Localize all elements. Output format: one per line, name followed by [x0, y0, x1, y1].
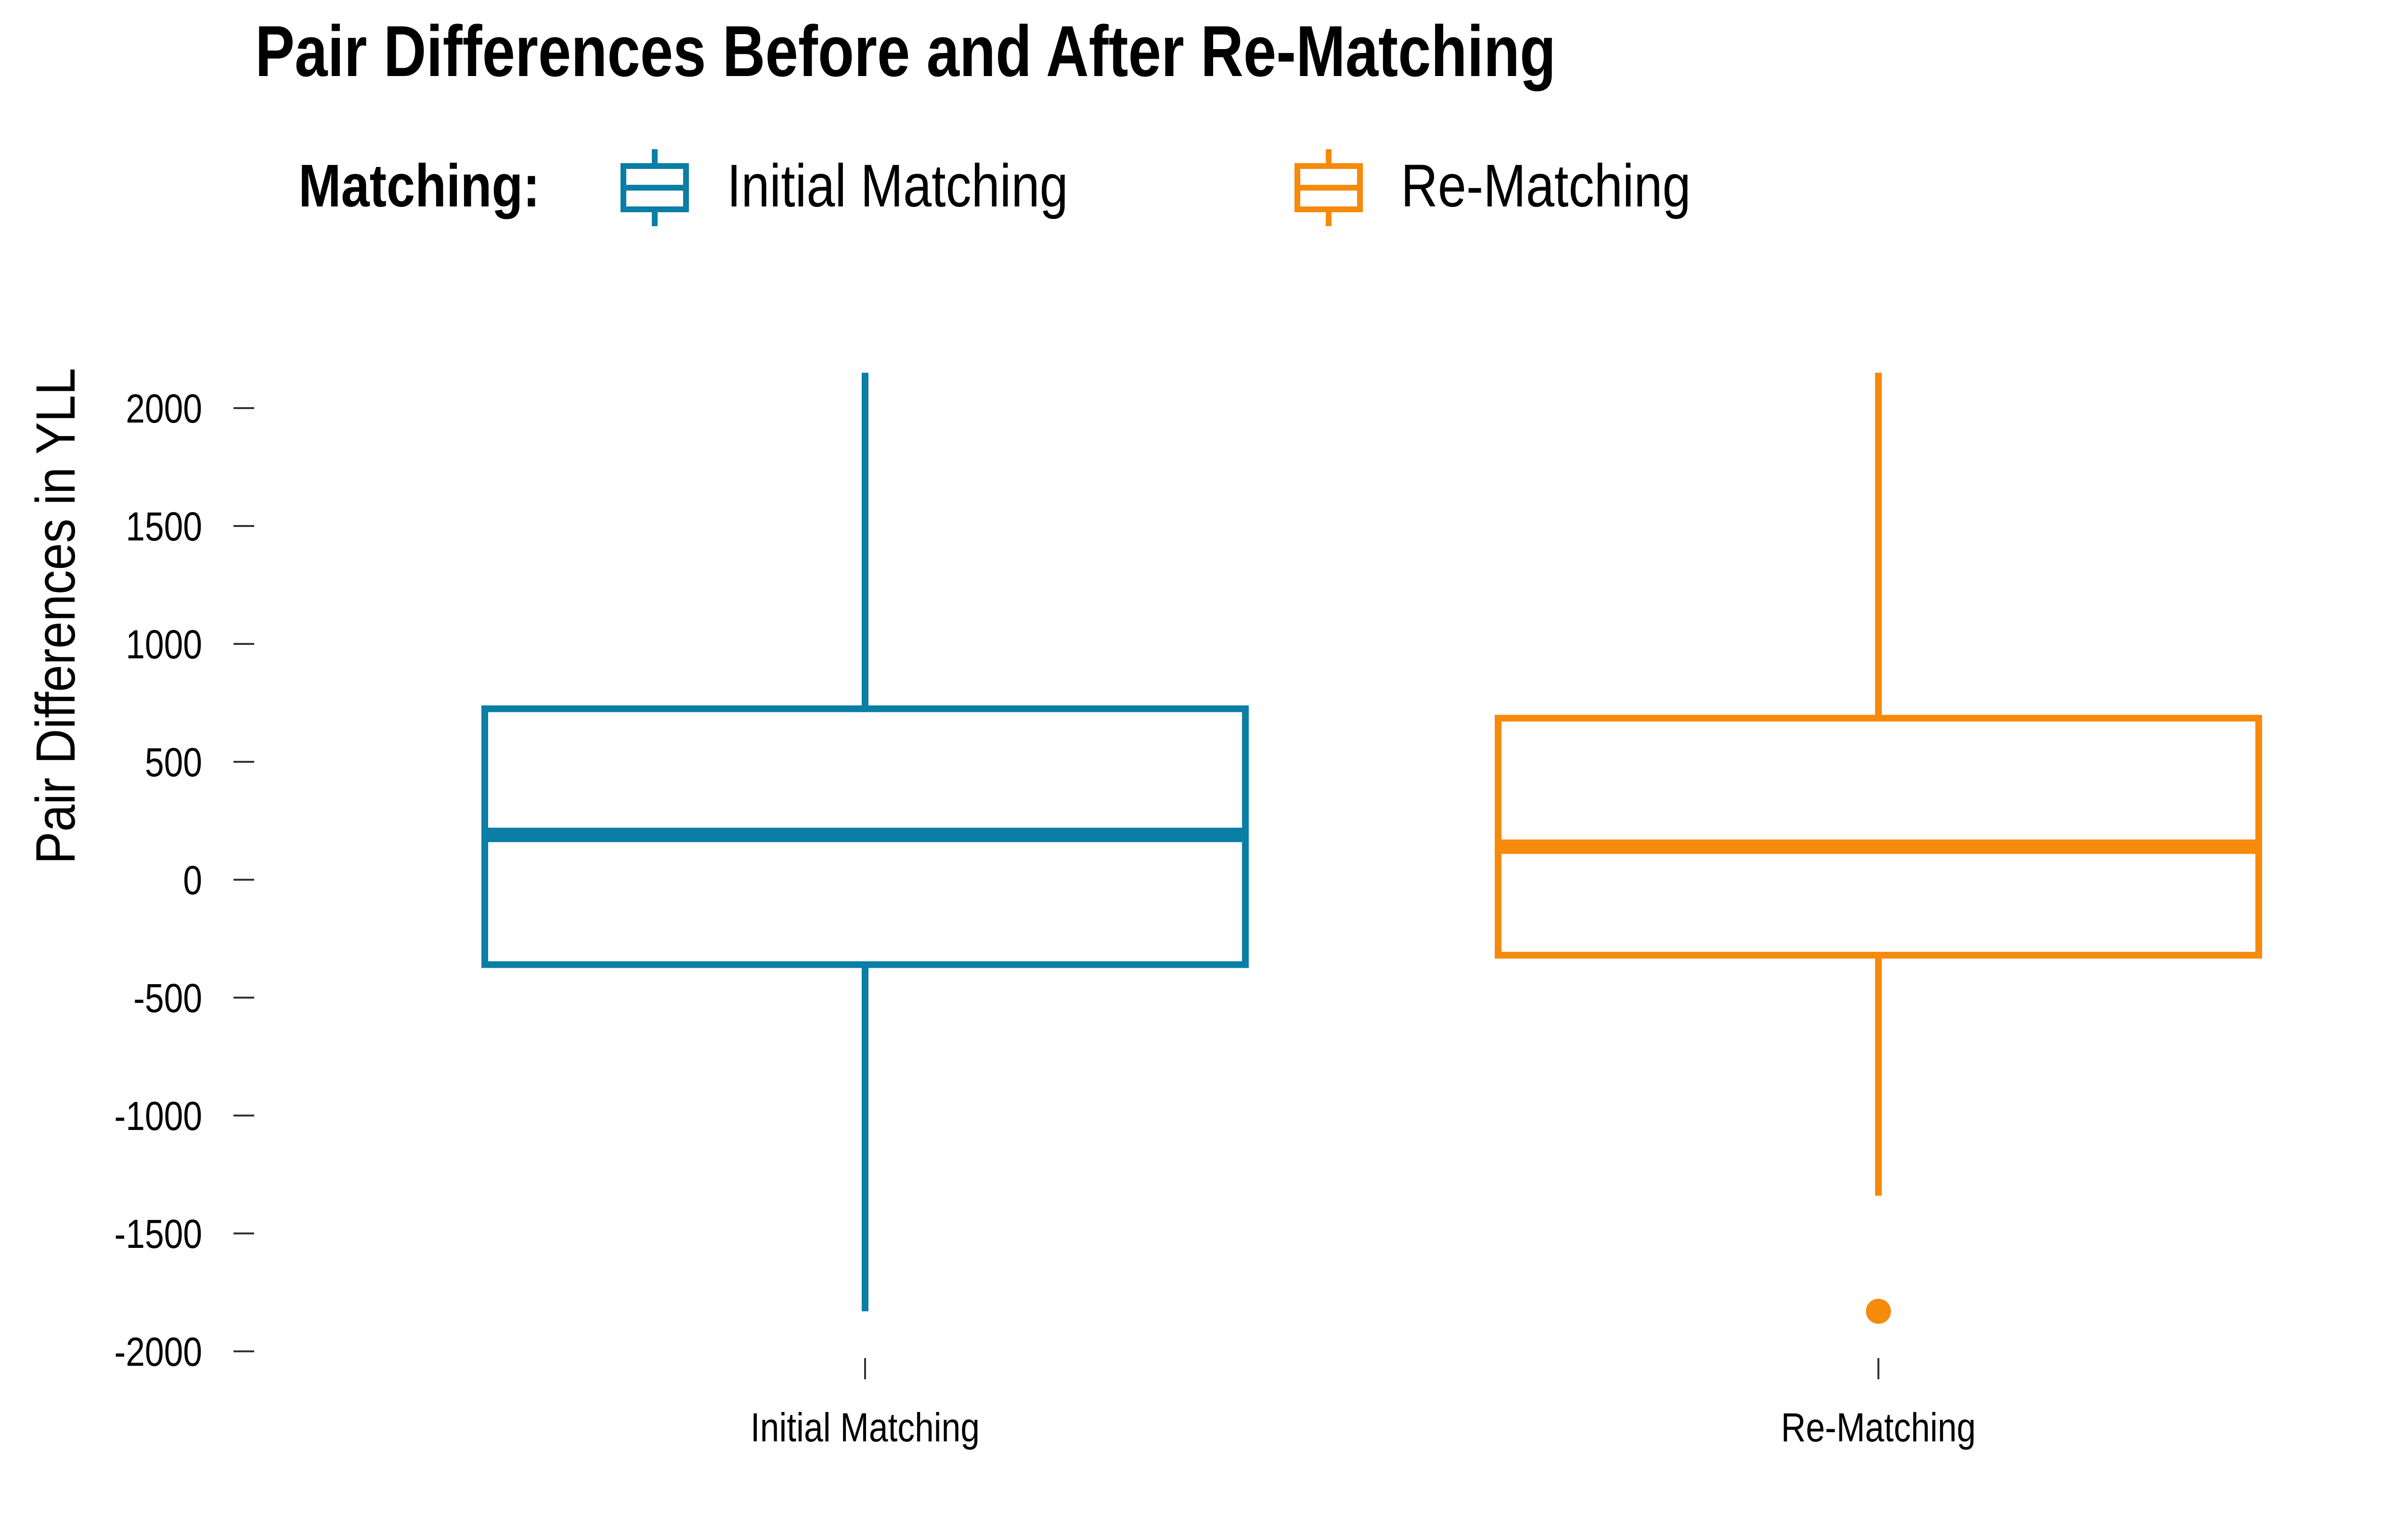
y-tick-label: 1500 — [126, 503, 202, 549]
y-tick-label: -1500 — [114, 1211, 202, 1257]
legend-label-re-matching: Re-Matching — [1401, 153, 1691, 219]
x-tick-label: Initial Matching — [751, 1404, 980, 1450]
legend-title: Matching: — [298, 153, 540, 219]
y-axis-label: Pair Differences in YLL — [25, 368, 86, 864]
y-tick-label: -1000 — [114, 1093, 202, 1139]
x-axis: Initial Matching Re-Matching — [751, 1358, 1976, 1450]
chart-title: Pair Differences Before and After Re-Mat… — [255, 11, 1556, 91]
box-1 — [1495, 372, 2262, 1324]
y-tick-label: 1000 — [126, 621, 202, 667]
boxes — [481, 372, 2262, 1324]
box-0 — [481, 372, 1249, 1311]
y-tick-label: 0 — [183, 857, 202, 903]
y-tick-label: -500 — [133, 975, 202, 1021]
y-tick-label: 2000 — [126, 385, 202, 431]
box-iqr — [1495, 715, 2262, 959]
legend-key-re-matching-icon — [1294, 149, 1363, 226]
legend-label-initial-matching: Initial Matching — [727, 153, 1068, 219]
y-axis: 2000 1500 1000 500 0 -500 -1000 -1500 -2000 — [114, 385, 254, 1374]
legend-key-initial-matching-icon — [621, 149, 689, 226]
outlier-point — [1866, 1298, 1891, 1324]
x-tick-label: Re-Matching — [1781, 1404, 1976, 1450]
y-tick-label: 500 — [145, 739, 202, 785]
y-tick-label: -2000 — [114, 1329, 202, 1374]
